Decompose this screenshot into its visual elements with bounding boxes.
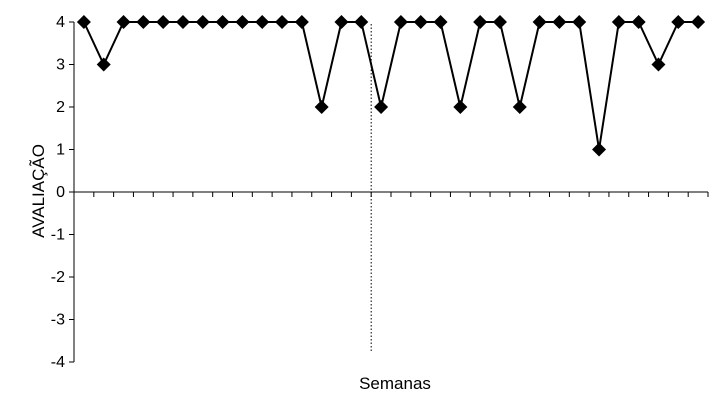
data-point: [651, 57, 666, 72]
data-point: [275, 15, 290, 29]
data-point: [671, 15, 686, 29]
series-line: [82, 21, 699, 150]
data-point: [611, 15, 626, 29]
data-point: [136, 15, 151, 29]
data-point: [492, 15, 507, 29]
y-tick-label: 3: [56, 57, 65, 74]
data-point: [572, 15, 587, 29]
data-point: [334, 15, 349, 29]
y-tick-label: 4: [56, 14, 65, 31]
data-point: [592, 142, 607, 157]
tick-labels: 4 3 2 1 0 -1 -2 -3 -4: [51, 14, 65, 371]
data-point: [195, 15, 210, 29]
y-tick-label: 1: [56, 142, 65, 159]
chart-axes: [69, 21, 709, 363]
data-point: [413, 15, 428, 29]
data-point: [294, 15, 309, 29]
data-point: [433, 15, 448, 29]
y-axis-title: AVALIAÇÃO: [29, 144, 48, 238]
data-point: [631, 15, 646, 29]
data-point: [354, 15, 369, 29]
data-point: [255, 15, 270, 29]
data-point: [156, 15, 171, 29]
data-point: [116, 15, 131, 29]
data-point: [473, 15, 488, 29]
data-point: [691, 15, 706, 29]
data-point: [235, 15, 250, 29]
data-point: [215, 15, 230, 29]
data-point: [512, 100, 527, 114]
y-tick-label: 2: [56, 99, 65, 116]
y-tick-label: -3: [51, 312, 65, 329]
data-point: [453, 100, 468, 114]
y-tick-label: 0: [56, 184, 65, 201]
data-point: [532, 15, 547, 29]
data-point: [175, 15, 190, 29]
data-point: [314, 100, 329, 114]
x-axis-title: Semanas: [359, 374, 431, 393]
data-point: [552, 15, 567, 29]
data-series: [76, 15, 706, 157]
y-tick-label: -4: [51, 354, 65, 371]
y-tick-label: -1: [51, 227, 65, 244]
data-point: [374, 100, 389, 114]
data-point: [393, 15, 408, 29]
data-point: [76, 15, 91, 29]
data-point: [96, 57, 111, 72]
y-tick-label: -2: [51, 269, 65, 286]
